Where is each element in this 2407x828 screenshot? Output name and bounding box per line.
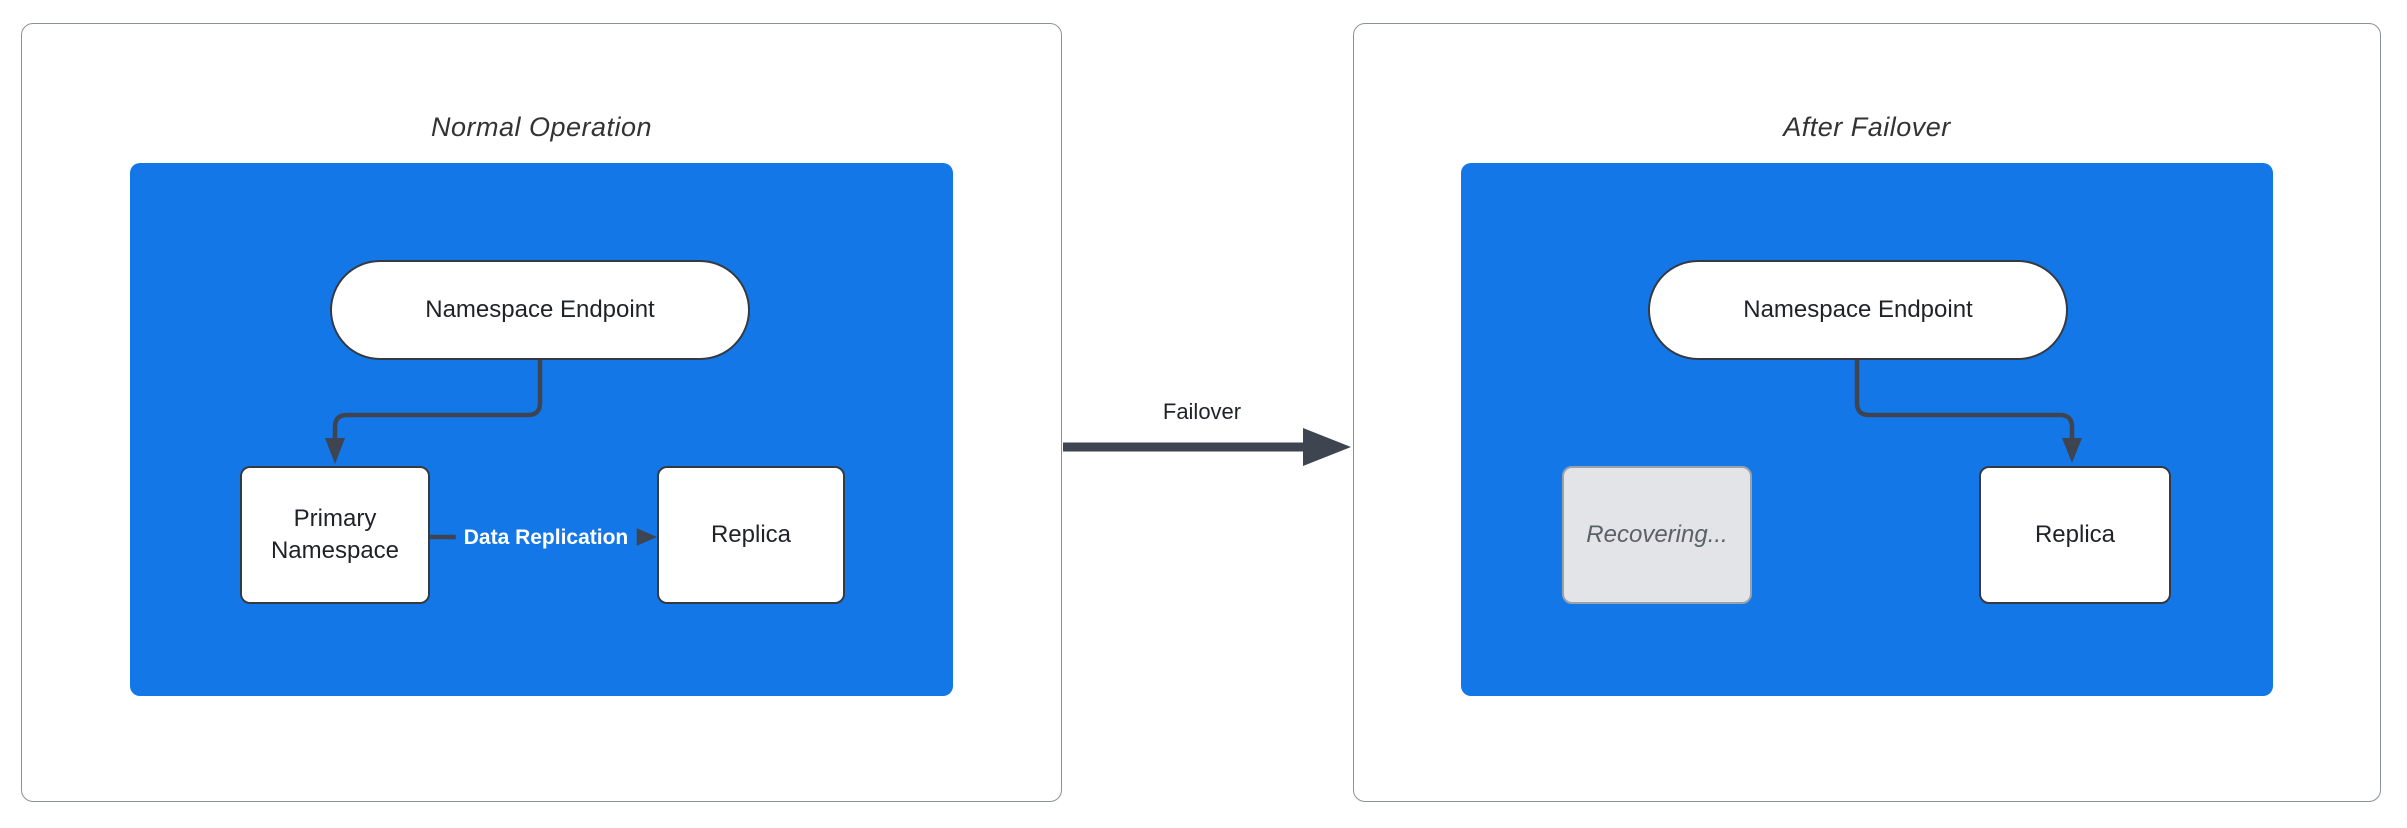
node-replica-failover: Replica (1979, 466, 2171, 604)
node-label: Replica (2034, 520, 2116, 548)
cluster-normal-operation (130, 163, 953, 696)
node-recovering: Recovering... (1562, 466, 1752, 604)
node-label: Recovering... (1586, 520, 1728, 548)
node-label: Namespace Endpoint (425, 295, 655, 323)
node-namespace-endpoint-failover: Namespace Endpoint (1648, 260, 2068, 360)
node-namespace-endpoint-normal: Namespace Endpoint (330, 260, 750, 360)
node-label: Primary Namespace (270, 504, 400, 564)
panel-title-after-failover: After Failover (1783, 112, 1951, 142)
node-label: Replica (710, 520, 792, 548)
node-primary-namespace: Primary Namespace (240, 466, 430, 604)
edge-label-data-replication: Data Replication (455, 524, 637, 552)
cluster-after-failover (1461, 163, 2273, 696)
edge-label-failover: Failover (1162, 399, 1242, 424)
arrowhead-failover (1303, 428, 1351, 466)
node-replica-normal: Replica (657, 466, 845, 604)
panel-title-normal-operation: Normal Operation (430, 112, 653, 142)
node-label: Namespace Endpoint (1743, 295, 1973, 323)
